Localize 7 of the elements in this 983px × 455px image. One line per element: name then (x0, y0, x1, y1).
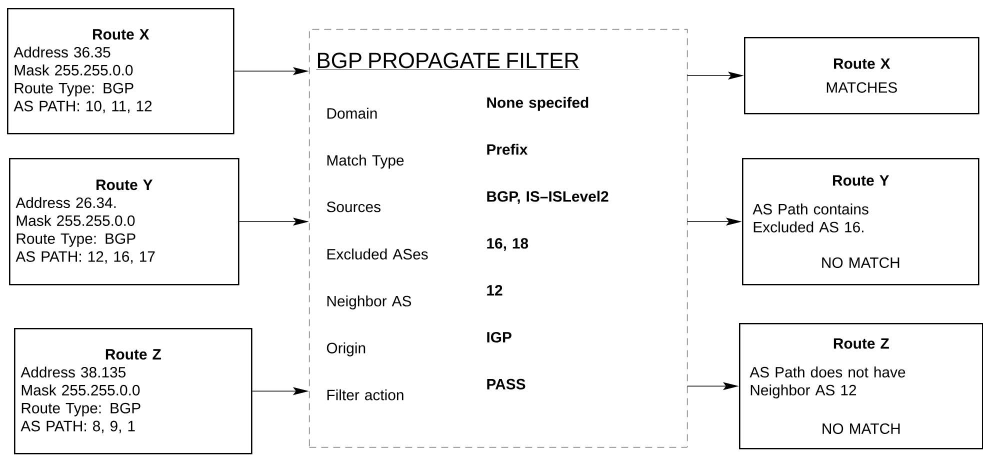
route-box: Route Z Address 38.135 Mask 255.255.0.0 Route Type: BGP AS PATH: 8, 9, 1 (14, 328, 252, 454)
filter-box: BGP PROPAGATE FILTER Domain None specifed Match Type Prefix Sources BGP, IS–ISLevel2 Excluded ASes 16, 18 Neighbor AS 12 Origin IGP Filter action PASS (309, 29, 688, 448)
result-box: Route Y AS Path contains Excluded AS 16. NO MATCH (742, 158, 980, 286)
result-box: Route Z AS Path does not have Neighbor AS 12 NO MATCH (739, 323, 983, 450)
route-box: Route X Address 36.35 Mask 255.255.0.0 Route Type: BGP AS PATH: 10, 11, 12 (7, 8, 234, 134)
result-box: Route X MATCHES (744, 37, 980, 114)
route-box: Route Y Address 26.34. Mask 255.255.0.0 Route Type: BGP AS PATH: 12, 16, 17 (9, 158, 240, 286)
